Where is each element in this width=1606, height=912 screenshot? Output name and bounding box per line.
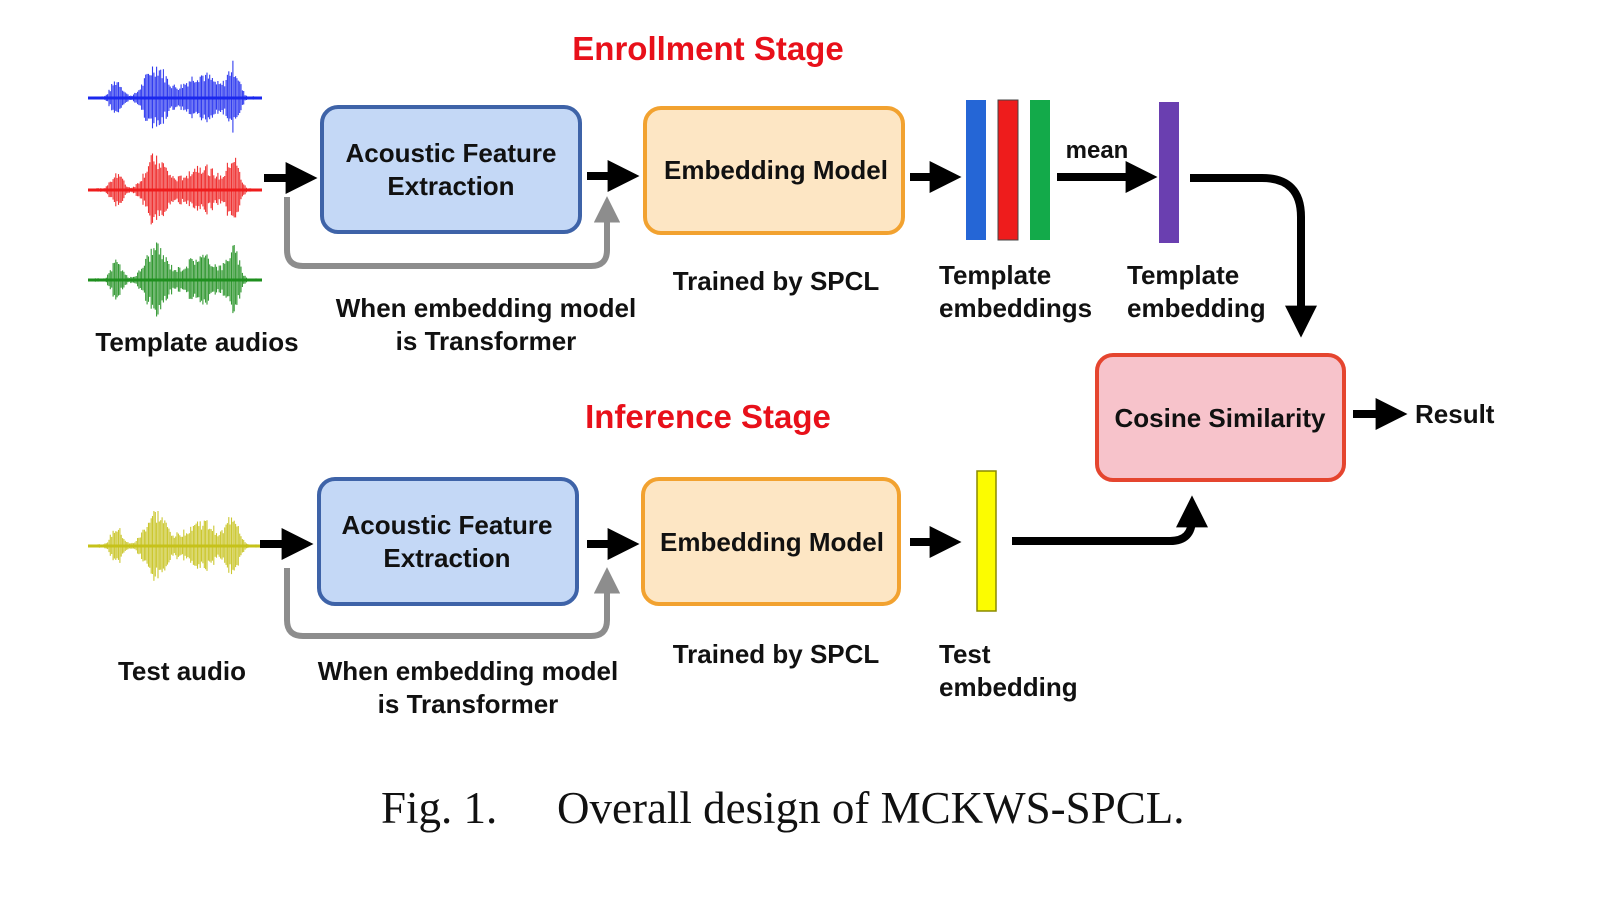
inference-embedding-model-label: Embedding Model <box>660 527 884 557</box>
arrow-up-icon <box>1012 495 1208 545</box>
inference-acoustic-feature-box <box>317 477 579 606</box>
test-audio-waveform-icon <box>88 511 262 581</box>
figure-caption-text: Overall design of MCKWS-SPCL. <box>557 783 1184 833</box>
test-embedding-label-line1: Test <box>939 639 991 669</box>
template-audios-label: Template audios <box>95 327 298 357</box>
enrollment-embedding-model-box <box>643 106 905 235</box>
template-audio-waveform-icon <box>88 242 262 317</box>
result-label: Result <box>1415 399 1495 429</box>
template-embedding-bar-purple <box>1159 102 1179 243</box>
inference-feature-line2: Extraction <box>383 543 510 573</box>
inference-feature-line1: Acoustic Feature <box>342 510 553 540</box>
test-audio-label: Test audio <box>118 656 246 686</box>
inference-trained-by-label: Trained by SPCL <box>673 639 880 669</box>
enrollment-bypass-label-line1: When embedding model <box>336 293 636 323</box>
template-audio-waveform-icon <box>88 60 262 133</box>
cosine-similarity-box <box>1095 353 1346 482</box>
arrow-down-icon <box>1190 174 1317 338</box>
enrollment-trained-by-label: Trained by SPCL <box>673 266 880 296</box>
enrollment-feature-line1: Acoustic Feature <box>346 138 557 168</box>
figure-caption-number: Fig. 1. <box>381 783 497 833</box>
template-embeddings-label-line1: Template <box>939 260 1051 290</box>
enrollment-embedding-model-label: Embedding Model <box>664 155 888 185</box>
template-embeddings-label-line2: embeddings <box>939 293 1092 323</box>
test-embedding-label-line2: embedding <box>939 672 1078 702</box>
template-embedding-bar-red <box>997 99 1019 241</box>
enrollment-feature-line2: Extraction <box>387 171 514 201</box>
bypass-arrow-icon <box>284 567 621 639</box>
enrollment-stage-title: Enrollment Stage <box>572 30 843 67</box>
inference-bypass-label-line1: When embedding model <box>318 656 618 686</box>
template-audio-waveform-icon <box>88 153 262 225</box>
template-embedding-bar-blue <box>966 100 986 240</box>
inference-embedding-model-box <box>641 477 901 606</box>
inference-bypass-label-line2: is Transformer <box>378 689 559 719</box>
template-embedding-label-line2: embedding <box>1127 293 1266 323</box>
mean-label: mean <box>1066 137 1129 164</box>
bypass-arrow-icon <box>284 196 621 269</box>
inference-stage-title: Inference Stage <box>585 398 831 435</box>
test-embedding-bar-yellow <box>976 470 997 612</box>
template-embedding-bar-green <box>1030 100 1050 240</box>
template-embedding-label-line1: Template <box>1127 260 1239 290</box>
cosine-similarity-label: Cosine Similarity <box>1115 403 1326 433</box>
enrollment-acoustic-feature-box <box>320 105 582 234</box>
enrollment-bypass-label-line2: is Transformer <box>396 326 577 356</box>
